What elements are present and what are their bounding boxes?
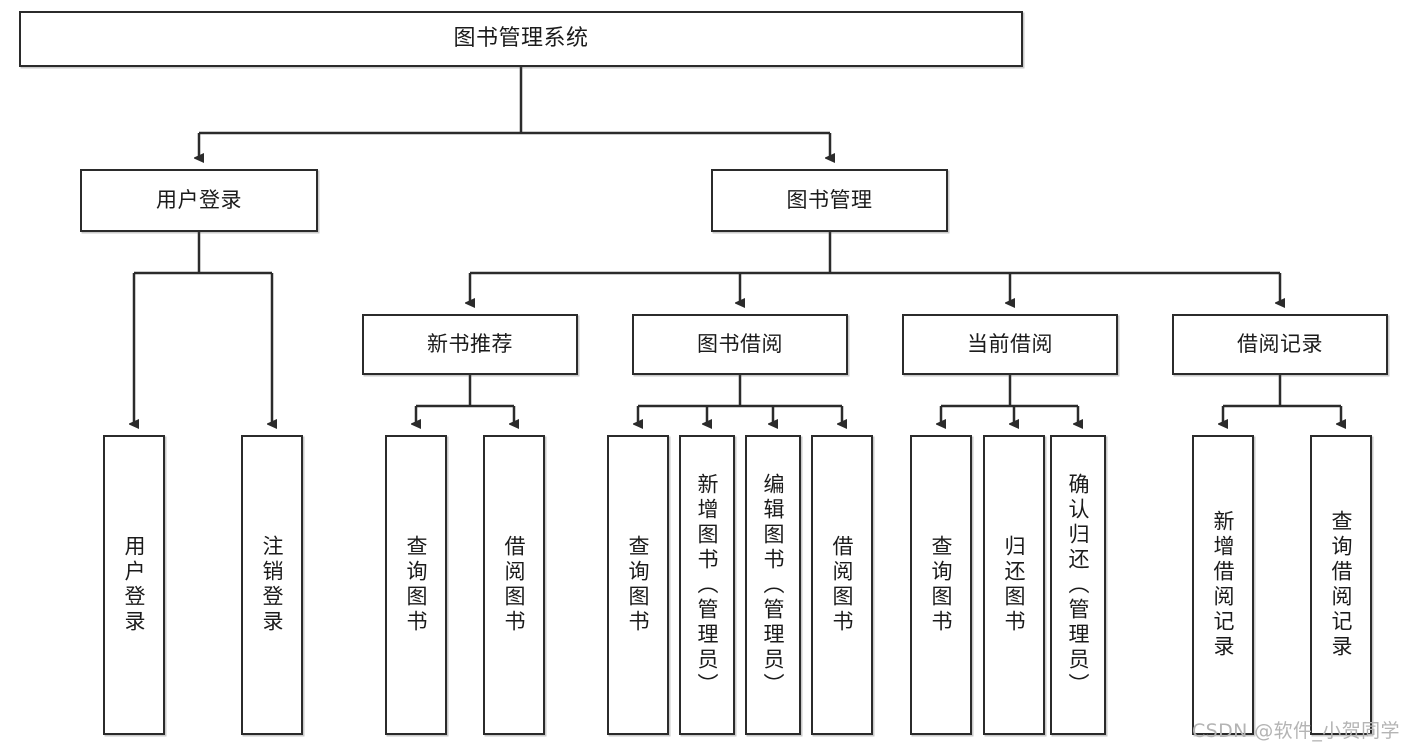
node-leaf-confirm-return-admin-label: 确认归还（管理员） [1066,472,1091,698]
node-leaf-user-login[interactable]: 用户登录 [103,435,165,735]
node-leaf-borrow-book-1[interactable]: 借阅图书 [483,435,545,735]
node-leaf-logout-login[interactable]: 注销登录 [241,435,303,735]
node-leaf-edit-book-admin-label: 编辑图书（管理员） [761,472,786,698]
node-book-manage[interactable]: 图书管理 [711,169,948,232]
node-leaf-borrow-book-1-label: 借阅图书 [502,535,527,635]
node-user-login-label: 用户登录 [156,188,242,213]
node-leaf-edit-book-admin[interactable]: 编辑图书（管理员） [745,435,801,735]
node-leaf-query-book-2-label: 查询图书 [626,535,651,635]
watermark: CSDN @软件_小贺同学 [1192,720,1400,742]
node-book-manage-label: 图书管理 [786,188,873,213]
node-leaf-borrow-book-2[interactable]: 借阅图书 [811,435,873,735]
node-leaf-add-book-admin-label: 新增图书（管理员） [695,472,720,698]
node-leaf-add-borrow-record-label: 新增借阅记录 [1211,510,1236,660]
node-leaf-borrow-book-2-label: 借阅图书 [830,535,855,635]
node-user-login[interactable]: 用户登录 [80,169,318,232]
node-leaf-query-book-2[interactable]: 查询图书 [607,435,669,735]
node-leaf-add-book-admin[interactable]: 新增图书（管理员） [679,435,735,735]
node-leaf-query-borrow-record-label: 查询借阅记录 [1329,510,1354,660]
node-root-label: 图书管理系统 [453,26,589,52]
node-leaf-query-book-1[interactable]: 查询图书 [385,435,447,735]
node-leaf-return-book[interactable]: 归还图书 [983,435,1045,735]
node-borrow-record-label: 借阅记录 [1237,332,1323,357]
node-leaf-query-book-1-label: 查询图书 [404,535,429,635]
node-book-borrow-label: 图书借阅 [697,332,783,357]
node-new-book-recommend-label: 新书推荐 [427,332,513,357]
node-current-borrow-label: 当前借阅 [967,332,1053,357]
node-leaf-user-login-label: 用户登录 [122,535,147,635]
node-leaf-query-book-3[interactable]: 查询图书 [910,435,972,735]
node-root[interactable]: 图书管理系统 [19,11,1023,67]
node-leaf-query-book-3-label: 查询图书 [929,535,954,635]
node-leaf-return-book-label: 归还图书 [1002,535,1027,635]
node-leaf-logout-login-label: 注销登录 [260,535,285,635]
node-current-borrow[interactable]: 当前借阅 [902,314,1118,375]
node-book-borrow[interactable]: 图书借阅 [632,314,848,375]
node-leaf-add-borrow-record[interactable]: 新增借阅记录 [1192,435,1254,735]
node-leaf-confirm-return-admin[interactable]: 确认归还（管理员） [1050,435,1106,735]
node-borrow-record[interactable]: 借阅记录 [1172,314,1388,375]
node-new-book-recommend[interactable]: 新书推荐 [362,314,578,375]
node-leaf-query-borrow-record[interactable]: 查询借阅记录 [1310,435,1372,735]
